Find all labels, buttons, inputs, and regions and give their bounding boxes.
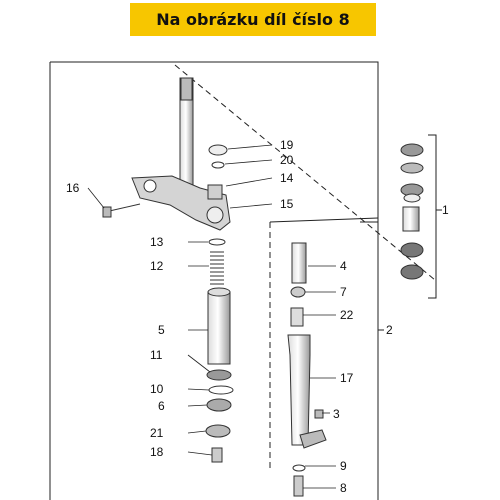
callout-22: 22: [340, 308, 354, 322]
part-4-pin: [291, 242, 307, 284]
part-10-ring: [208, 385, 234, 395]
callout-9: 9: [340, 459, 347, 473]
callout-labels: 1 2 3 4 5 6 7 8 9 10 11 12 13 14 15 16 1…: [66, 138, 449, 495]
callout-5: 5: [158, 323, 165, 337]
callout-8: 8: [340, 481, 347, 495]
part-17-leg: [287, 334, 311, 446]
callout-7: 7: [340, 285, 347, 299]
part-9-washer: [292, 464, 306, 472]
part-12-spring: [210, 251, 224, 285]
steering-stem: [102, 77, 231, 231]
frame-right-line: [50, 61, 379, 500]
frame-connector: [269, 217, 379, 223]
part-5-tube: [207, 291, 231, 365]
assembly-frame: [49, 61, 436, 500]
dashed-axis-top: [174, 64, 436, 281]
callout-10: 10: [150, 382, 164, 396]
part-21-bush: [205, 424, 231, 438]
title-banner: Na obrázku díl číslo 8: [130, 3, 376, 36]
part-7-bush: [290, 286, 306, 298]
callout-11: 11: [150, 348, 163, 362]
callout-6: 6: [158, 399, 165, 413]
right-column-parts: [287, 242, 327, 497]
callout-15: 15: [280, 197, 294, 211]
bracket-1: [428, 134, 442, 299]
callout-19: 19: [280, 138, 294, 152]
callout-21: 21: [150, 426, 164, 440]
callout-14: 14: [280, 171, 294, 185]
callout-16: 16: [66, 181, 80, 195]
left-column-parts: [205, 144, 234, 463]
bracket-2: [360, 221, 384, 331]
callout-4: 4: [340, 259, 347, 273]
callout-13: 13: [150, 235, 164, 249]
callout-1: 1: [442, 203, 449, 217]
callout-18: 18: [150, 445, 164, 459]
callout-17: 17: [340, 371, 354, 385]
part-3-screw: [314, 409, 324, 419]
part-18-screw: [211, 447, 223, 463]
bearing-stack: [400, 143, 424, 280]
part-8-bolt: [293, 475, 304, 497]
part-6-bearing: [206, 398, 232, 412]
title-text: Na obrázku díl číslo 8: [156, 10, 350, 29]
part-20-ring: [211, 161, 225, 169]
part-19-cap: [208, 144, 228, 156]
part-22-bush: [290, 307, 304, 327]
leader-lines: [87, 144, 336, 489]
callout-3: 3: [333, 407, 340, 421]
part-13-ring: [208, 238, 226, 246]
callout-12: 12: [150, 259, 164, 273]
part-11-seal: [206, 369, 232, 381]
callout-2: 2: [386, 323, 393, 337]
callout-20: 20: [280, 153, 294, 167]
